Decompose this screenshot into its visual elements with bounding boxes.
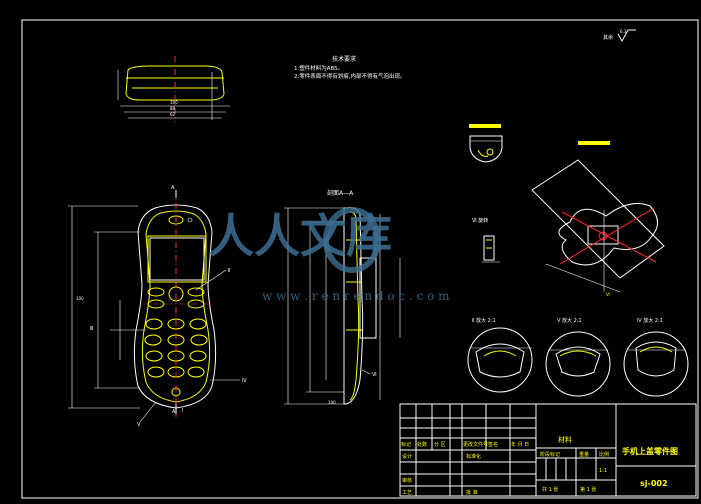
svg-text:Ⅱ: Ⅱ: [228, 268, 230, 274]
svg-text:更改文件号: 更改文件号: [463, 441, 488, 448]
tech-req-title: 技术要求: [332, 55, 356, 63]
svg-text:Ⅵ: Ⅵ: [606, 292, 610, 297]
svg-text:标记: 标记: [401, 441, 411, 448]
svg-text:Ⅳ: Ⅳ: [242, 378, 247, 384]
svg-text:重量: 重量: [579, 451, 589, 458]
watermark: 人人文库 w w w . r e n r e n d o c . c o m: [208, 207, 450, 303]
svg-text:Ⅱ 放大 2:1: Ⅱ 放大 2:1: [472, 317, 496, 324]
svg-text:Ⅵ 旋转: Ⅵ 旋转: [472, 217, 488, 224]
svg-text:A: A: [172, 409, 176, 415]
detail-small-part: [469, 124, 503, 163]
svg-text:阶段标记: 阶段标记: [540, 451, 560, 458]
section-title: 剖面A—A: [327, 189, 354, 197]
watermark-text: 人人文库: [208, 209, 392, 263]
svg-text:处数: 处数: [417, 441, 427, 448]
watermark-url: w w w . r e n r e n d o c . c o m: [262, 289, 450, 303]
svg-text:共 1 张: 共 1 张: [542, 486, 558, 493]
svg-text:第 1 张: 第 1 张: [580, 486, 596, 493]
svg-text:分 区: 分 区: [434, 441, 446, 448]
detail-views: Ⅱ 放大 2:1 Ⅴ 放大 2:1 Ⅳ 放大 2:1: [467, 317, 689, 397]
svg-text:审核: 审核: [402, 477, 412, 484]
tech-req-line-2: 2.零件表面不得有划痕,内部不得有气泡出现。: [294, 72, 406, 80]
section-view-vi: Ⅵ 旋转: [472, 217, 500, 263]
svg-text:Ⅵ: Ⅵ: [372, 372, 377, 378]
rotated-detail-view: Ⅵ: [531, 141, 665, 297]
svg-text:标准化: 标准化: [466, 453, 481, 460]
roughness-symbol: 其余 6.3: [603, 29, 636, 43]
svg-text:其余: 其余: [603, 34, 613, 41]
title-block: 标记 处数 分 区 更改文件号 签名 年 月 日 设计 标准化 审核 工艺 批 …: [399, 403, 697, 497]
svg-text:1:1: 1:1: [599, 468, 607, 474]
drawing-border: [21, 19, 699, 499]
svg-text:Ⅰ: Ⅰ: [182, 408, 183, 414]
drawing-number: sj-002: [640, 479, 668, 488]
svg-text:88: 88: [170, 106, 176, 111]
part-name: 手机上盖零件图: [622, 446, 678, 456]
top-view: 100 88 62: [117, 56, 230, 122]
svg-text:材料: 材料: [558, 435, 572, 444]
svg-text:签名: 签名: [488, 441, 498, 448]
front-view-phone-cover: A A 100 Ⅱ Ⅲ Ⅳ Ⅴ Ⅰ: [68, 185, 247, 428]
svg-text:100: 100: [76, 296, 84, 301]
svg-text:年 月 日: 年 月 日: [511, 441, 529, 448]
svg-text:6.3: 6.3: [620, 29, 627, 34]
svg-text:Ⅴ: Ⅴ: [137, 422, 141, 428]
svg-text:比例: 比例: [599, 451, 609, 458]
tech-req-line-1: 1.塑件材料为ABS。: [294, 64, 343, 72]
svg-text:100: 100: [328, 400, 336, 405]
svg-text:Ⅳ 放大 2:1: Ⅳ 放大 2:1: [637, 317, 663, 324]
svg-text:批 准: 批 准: [466, 489, 478, 496]
svg-text:工艺: 工艺: [402, 490, 412, 496]
svg-text:Ⅴ 放大 2:1: Ⅴ 放大 2:1: [557, 317, 582, 324]
technical-requirements: 技术要求 1.塑件材料为ABS。 2.零件表面不得有划痕,内部不得有气泡出现。: [294, 55, 406, 80]
svg-text:A: A: [171, 185, 175, 191]
svg-text:100: 100: [170, 100, 178, 105]
section-a-a: 剖面A—A Ⅵ 100: [284, 189, 401, 405]
svg-text:Ⅲ: Ⅲ: [90, 326, 93, 332]
svg-text:设计: 设计: [402, 453, 412, 460]
svg-text:62: 62: [170, 112, 176, 117]
